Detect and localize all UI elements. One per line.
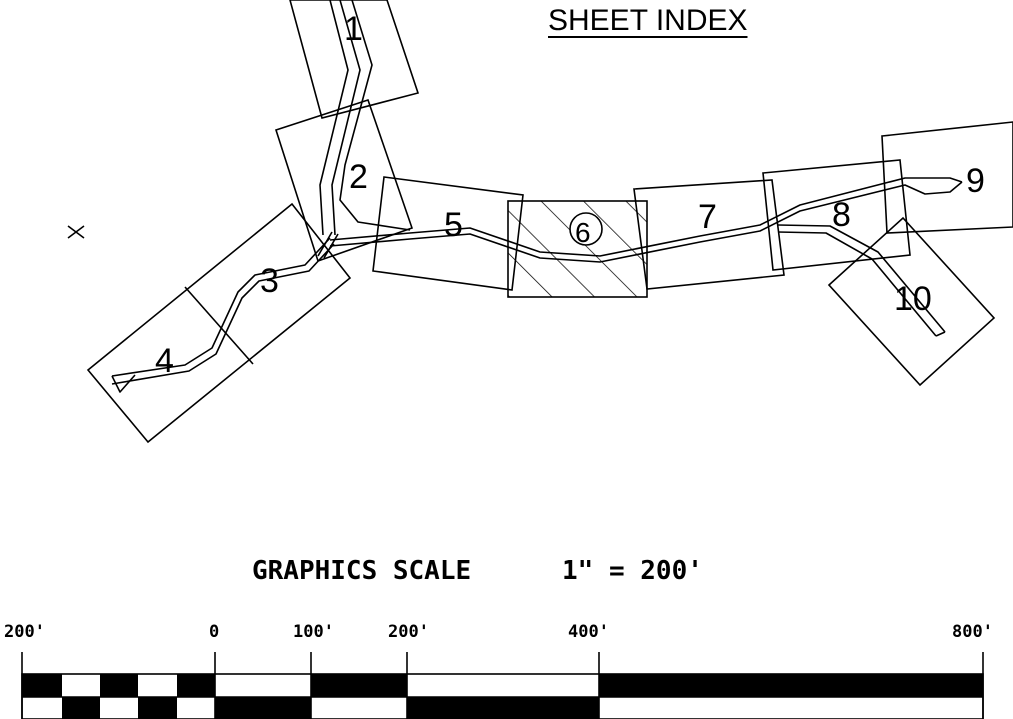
sheet-label-5[interactable]: 5 — [444, 206, 463, 244]
scale-label-200-left: 200' — [4, 622, 45, 642]
scale-title: GRAPHICS SCALE — [252, 556, 472, 586]
sheet-8-boundary[interactable] — [762, 159, 911, 271]
road-main-lower — [329, 181, 963, 263]
road-junction-mark-2 — [323, 233, 339, 259]
road-north-outer — [339, 0, 411, 231]
sheet-7-boundary[interactable] — [633, 179, 785, 290]
road-west-end — [111, 374, 136, 393]
scale-label-400: 400' — [568, 622, 609, 642]
cross-marker — [67, 225, 85, 239]
road-west-upper — [111, 237, 331, 377]
road-branch-lower — [777, 231, 937, 337]
road-north-right — [331, 0, 361, 236]
sheet-label-7[interactable]: 7 — [698, 198, 717, 236]
road-branch-end — [935, 331, 946, 337]
sheet-label-6[interactable]: 6 — [575, 217, 591, 248]
sheet-label-4[interactable]: 4 — [155, 342, 174, 380]
sheet-2-boundary[interactable] — [274, 98, 414, 263]
road-branch-upper — [777, 224, 946, 333]
sheet-10-boundary[interactable] — [827, 216, 996, 387]
road-north-left — [319, 0, 349, 236]
sheet-label-10[interactable]: 10 — [894, 280, 932, 318]
sheet-6-circle — [569, 212, 603, 246]
scale-label-0: 0 — [209, 622, 220, 642]
scale-fill — [22, 674, 983, 719]
scale-label-100: 100' — [293, 622, 334, 642]
sheet-label-2[interactable]: 2 — [349, 158, 368, 196]
sheet-3-4-boundary[interactable] — [86, 202, 352, 444]
road-main-upper — [329, 177, 963, 257]
sheet-label-3[interactable]: 3 — [260, 262, 279, 300]
sheet-9-boundary[interactable] — [881, 121, 1013, 234]
scale-label-800: 800' — [952, 622, 993, 642]
scale-ratio: 1" = 200' — [562, 556, 703, 586]
sheet-label-9[interactable]: 9 — [966, 162, 985, 200]
scale-label-200: 200' — [388, 622, 429, 642]
sheet-label-8[interactable]: 8 — [832, 196, 851, 234]
sheet-3-4-divider — [184, 286, 254, 365]
page-title: SHEET INDEX — [548, 4, 748, 37]
road-west-lower — [111, 243, 335, 385]
sheet-label-1[interactable]: 1 — [344, 10, 363, 48]
road-junction-mark — [317, 231, 333, 257]
sheet-1-boundary[interactable] — [289, 0, 420, 119]
